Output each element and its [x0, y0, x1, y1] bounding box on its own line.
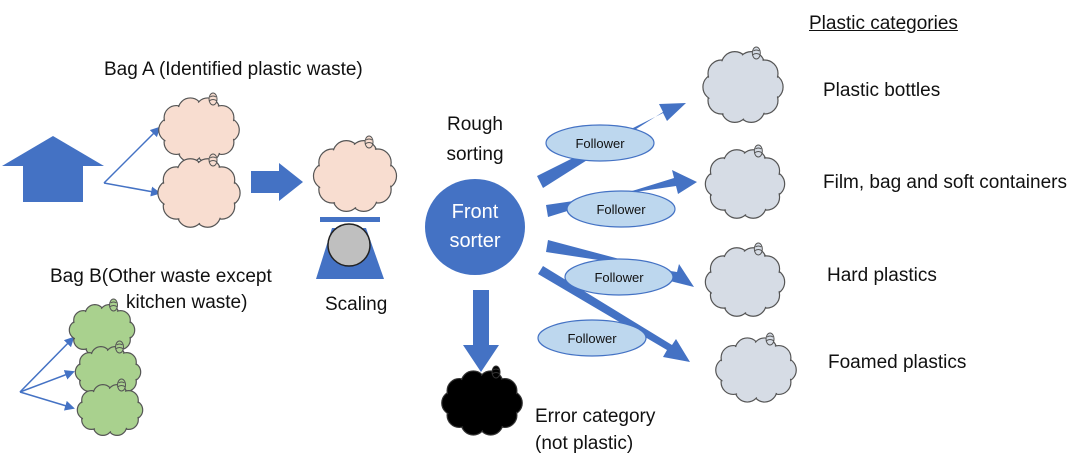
garbage-bag-icon	[441, 365, 523, 436]
follower-label: Follower	[567, 331, 617, 346]
garbage-bag-icon	[158, 92, 240, 163]
error-category-label-line1: Error category	[535, 406, 656, 427]
thin-arrow-to-bag-b-top	[19, 336, 75, 393]
garbage-bag-icon	[76, 378, 144, 437]
arrow-icon	[546, 240, 694, 287]
garbage-bag-icon	[312, 135, 398, 212]
front-sorter-label-line1: Front	[451, 201, 499, 223]
garbage-bag-icon	[702, 46, 784, 123]
follower-label: Follower	[575, 136, 625, 151]
bag-b-label-line1: Bag B(Other waste except	[50, 266, 272, 287]
front-sorter-node	[425, 179, 525, 275]
error-category-label-line2: (not plastic)	[535, 433, 634, 454]
category-label-plastic-bottles: Plastic bottles	[823, 80, 941, 101]
arrow-icon	[538, 266, 690, 362]
garbage-bag-icon	[704, 144, 786, 219]
arrow-icon	[251, 163, 303, 201]
thin-arrow-house-to-bag-a-bottom	[103, 182, 161, 197]
follower-node: Follower	[537, 319, 647, 357]
thin-arrow-house-to-bag-a-top	[103, 126, 161, 184]
plastic-categories-heading: Plastic categories	[809, 13, 958, 34]
follower-label: Follower	[594, 270, 644, 285]
garbage-bag-icon	[715, 332, 797, 403]
front-sorter-label-line2: sorter	[449, 230, 501, 252]
garbage-bag-icon	[157, 153, 241, 228]
scale-icon	[316, 217, 384, 279]
category-label-hard-plastics: Hard plastics	[827, 265, 937, 286]
thin-arrow-to-bag-b-bottom	[19, 391, 75, 411]
arrow-icon	[537, 103, 686, 188]
bag-a-label: Bag A (Identified plastic waste)	[104, 59, 363, 80]
rough-sorting-label-line2: sorting	[446, 144, 504, 165]
follower-node: Follower	[545, 124, 655, 162]
thin-arrow-to-bag-b-middle	[19, 370, 75, 393]
house-icon	[2, 136, 104, 202]
follower-node: Follower	[566, 190, 676, 228]
bag-b-label-line2: kitchen waste)	[126, 292, 248, 313]
arrow-icon	[463, 290, 499, 372]
garbage-bag-icon	[704, 242, 786, 317]
rough-sorting-label-line1: Rough	[447, 114, 503, 135]
category-label-film-bag-soft: Film, bag and soft containers	[823, 172, 1067, 193]
follower-label: Follower	[596, 202, 646, 217]
scaling-label: Scaling	[325, 294, 388, 315]
follower-node: Follower	[564, 258, 674, 296]
category-label-foamed-plastics: Foamed plastics	[828, 352, 967, 373]
